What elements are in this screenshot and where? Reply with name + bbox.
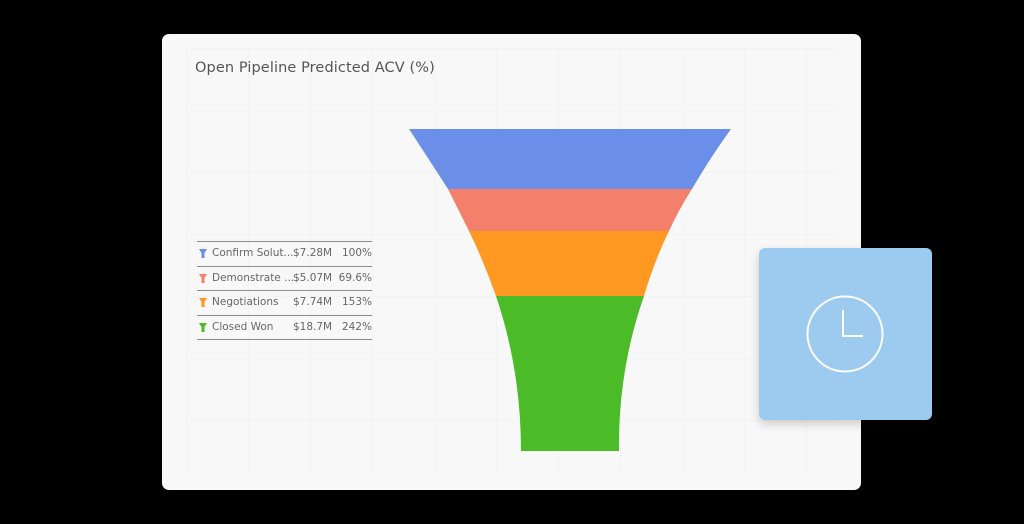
legend-percent: 153%: [341, 296, 372, 308]
legend: Confirm Solut... $7.28M 100% Demonstrate…: [197, 241, 372, 340]
legend-item[interactable]: Demonstrate ... $5.07M 69.6%: [197, 265, 372, 291]
chart-title: Open Pipeline Predicted ACV (%): [195, 60, 435, 76]
clock-icon: [806, 295, 884, 373]
funnel-icon: [199, 249, 207, 258]
legend-label: Confirm Solut...: [212, 247, 294, 259]
clock-card: [759, 248, 932, 420]
legend-value: $7.28M: [293, 247, 333, 259]
funnel-segment-demonstrate[interactable]: [448, 189, 692, 231]
funnel-segment-negotiations[interactable]: [469, 231, 669, 296]
funnel-segment-closed-won[interactable]: [496, 296, 644, 451]
legend-item[interactable]: Confirm Solut... $7.28M 100%: [197, 241, 372, 266]
legend-value: $18.7M: [293, 320, 333, 333]
legend-item[interactable]: Negotiations $7.74M 153%: [197, 290, 372, 315]
legend-label: Demonstrate ...: [212, 271, 295, 284]
legend-label: Negotiations: [212, 296, 279, 308]
legend-percent: 242%: [341, 320, 372, 333]
funnel-icon: [199, 322, 207, 332]
legend-percent: 69.6%: [338, 271, 372, 284]
legend-value: $7.74M: [293, 296, 333, 308]
funnel-icon: [199, 298, 207, 307]
legend-value: $5.07M: [293, 271, 333, 284]
legend-item[interactable]: Closed Won $18.7M 242%: [197, 314, 372, 340]
legend-percent: 100%: [341, 247, 372, 259]
funnel-icon: [199, 273, 207, 283]
legend-label: Closed Won: [212, 320, 274, 333]
funnel-segment-confirm-solution[interactable]: [409, 129, 731, 189]
